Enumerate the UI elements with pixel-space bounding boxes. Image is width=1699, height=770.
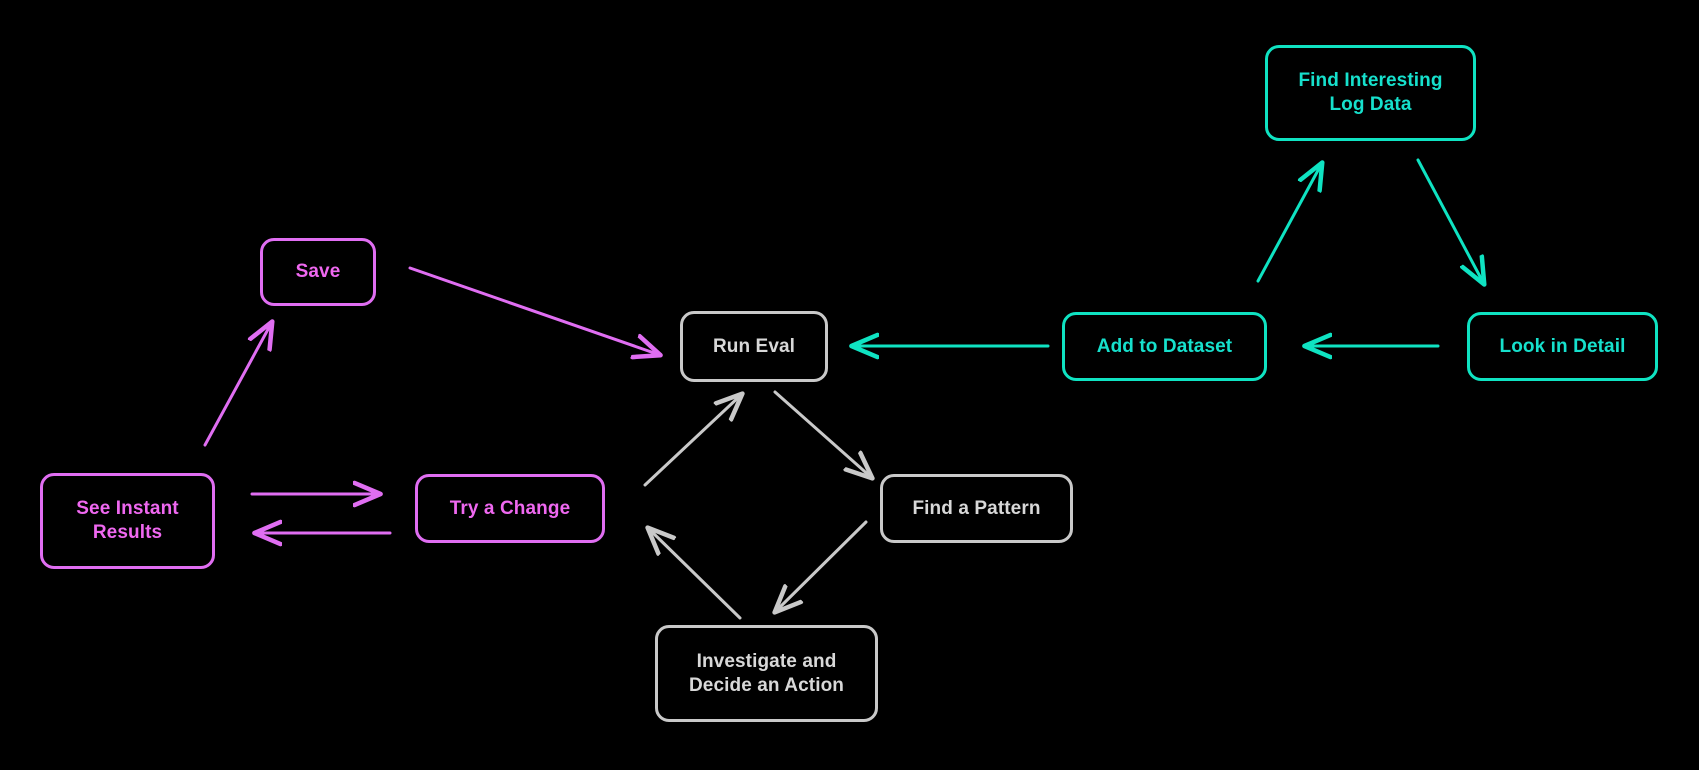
node-label: Look in Detail [1499, 335, 1626, 357]
edge-try-a-change-to-run-eval [643, 394, 742, 487]
node-find-a-pattern[interactable]: Find a Pattern [880, 474, 1073, 543]
node-try-a-change[interactable]: Try a Change [415, 474, 605, 543]
node-see-instant-results[interactable]: See Instant Results [40, 473, 215, 569]
node-label: See Instant Results [76, 498, 179, 543]
node-add-to-dataset[interactable]: Add to Dataset [1062, 312, 1267, 381]
node-look-in-detail[interactable]: Look in Detail [1467, 312, 1658, 381]
node-label: Add to Dataset [1096, 335, 1233, 357]
node-run-eval[interactable]: Run Eval [680, 311, 828, 382]
node-label: Save [295, 261, 341, 283]
edge-run-eval-to-find-a-pattern [773, 390, 872, 478]
edge-find-a-pattern-to-investigate [775, 520, 868, 612]
edge-add-to-dataset-to-find-log-data [1256, 163, 1322, 283]
node-save[interactable]: Save [260, 238, 376, 306]
node-label: Try a Change [449, 497, 571, 519]
node-label: Investigate and Decide an Action [688, 650, 845, 696]
node-label: Find a Pattern [912, 497, 1041, 519]
node-label: Find Interesting Log Data [1298, 70, 1443, 115]
edge-see-instant-results-to-save [203, 322, 272, 447]
node-investigate-and-decide-an-action[interactable]: Investigate and Decide an Action [655, 625, 878, 722]
edge-find-log-data-to-look-in-detail [1416, 158, 1484, 284]
edge-save-to-run-eval [408, 266, 660, 355]
edge-investigate-to-try-a-change [648, 528, 742, 620]
node-label: Run Eval [712, 335, 796, 357]
node-find-interesting-log-data[interactable]: Find Interesting Log Data [1265, 45, 1476, 141]
